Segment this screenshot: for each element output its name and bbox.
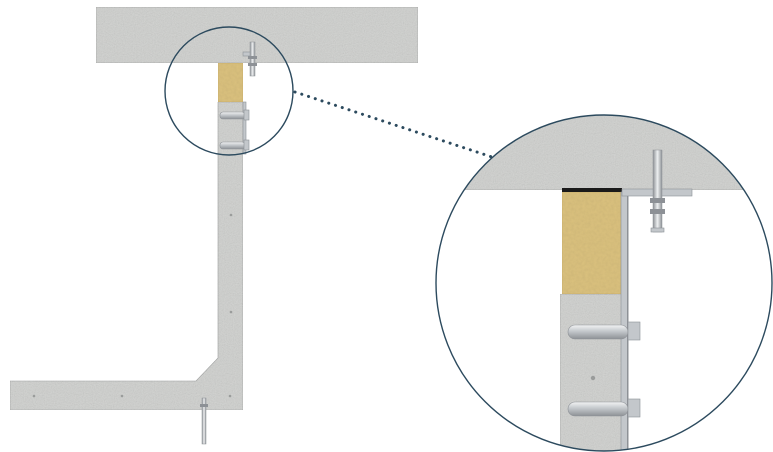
insulation-block-detail xyxy=(561,191,623,295)
precast-wall-panel xyxy=(9,101,244,411)
detail-magnifier-ring xyxy=(435,114,773,452)
detail-callout-ring xyxy=(164,26,294,156)
anchor-bolt-detail xyxy=(650,149,665,233)
anchor-bolt-small xyxy=(242,41,257,77)
ceiling-slab xyxy=(95,6,419,64)
magnified-detail xyxy=(435,114,773,452)
callout-leader-line xyxy=(293,90,494,159)
connector-bar-detail-top xyxy=(567,321,641,341)
connector-bar-small-top xyxy=(219,109,250,121)
joint-gap xyxy=(562,188,622,192)
insulation-block-small xyxy=(217,62,244,103)
overview-drawing xyxy=(9,6,419,445)
precast-wall-panel-detail xyxy=(559,293,623,451)
connector-bar-detail-bottom xyxy=(567,398,641,418)
connector-bar-small-bottom xyxy=(219,139,250,151)
panel-dimples xyxy=(32,213,233,398)
anchor-pin-bottom xyxy=(200,397,208,445)
ceiling-slab-detail xyxy=(436,115,772,191)
